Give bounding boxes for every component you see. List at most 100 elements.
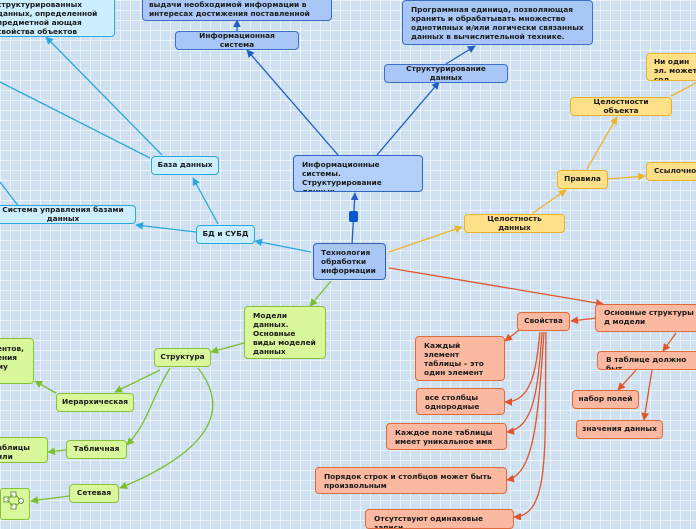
network-graph-icon bbox=[3, 491, 24, 510]
link-net-left bbox=[30, 495, 70, 504]
info-system-label: Информационная система bbox=[199, 31, 275, 49]
tabular-label: Табличная bbox=[73, 444, 120, 454]
data-integrity-label: Целостность данных bbox=[487, 214, 542, 232]
link-integrity-rules bbox=[532, 189, 567, 214]
referential-node[interactable]: Ссылочной bbox=[646, 162, 696, 181]
root-node[interactable]: Технология обработки информации bbox=[313, 243, 386, 280]
link-structure-hier bbox=[114, 369, 161, 393]
link-object-none bbox=[670, 82, 696, 97]
link-models-structure bbox=[210, 342, 245, 354]
data-values-node[interactable]: значения данных bbox=[576, 420, 663, 439]
network-diagram-thumbnail bbox=[0, 488, 30, 520]
info-system-def-node[interactable]: выдачи необходимой информации в интереса… bbox=[142, 0, 332, 21]
link-rules-ref bbox=[607, 172, 646, 181]
link-props-p1 bbox=[504, 329, 520, 342]
structure-label: Структура bbox=[160, 352, 205, 362]
field-set-node[interactable]: набор полей bbox=[572, 390, 639, 409]
object-integrity-node[interactable]: Целостности объекта bbox=[570, 97, 672, 116]
link-hier-left bbox=[34, 380, 57, 394]
hierarchical-label: Иерархическая bbox=[62, 397, 128, 407]
info-systems-label: Информационные системы. Структурирование… bbox=[302, 160, 382, 192]
link-database-def bbox=[45, 36, 163, 156]
structuring-def-label: Программная единица, позволяющая хранить… bbox=[411, 5, 584, 41]
main-structures-label: Основные структуры д модели bbox=[604, 308, 694, 326]
none-elem-node[interactable]: Ни один эл. может сод bbox=[646, 53, 696, 81]
link-infosys-infosystem bbox=[246, 49, 339, 156]
property-4-node[interactable]: Порядок строк и столбцов может быть прои… bbox=[315, 467, 507, 494]
tabular-node[interactable]: Табличная bbox=[66, 440, 127, 459]
in-table-node[interactable]: В таблице должно быт bbox=[597, 351, 696, 370]
structure-node[interactable]: Структура bbox=[154, 348, 211, 367]
object-integrity-label: Целостности объекта bbox=[593, 97, 649, 115]
rules-node[interactable]: Правила bbox=[557, 170, 608, 189]
collapse-handle[interactable] bbox=[349, 211, 358, 222]
in-table-label: В таблице должно быт bbox=[606, 355, 687, 370]
info-system-node[interactable]: Информационная система bbox=[175, 31, 299, 50]
link-structuring-def bbox=[445, 45, 476, 65]
structuring-label: Структурирование данных bbox=[406, 64, 486, 82]
left-green-node-2[interactable]: аблицы или bbox=[0, 437, 48, 463]
left-green-label-2: аблицы или bbox=[0, 443, 30, 461]
structuring-node[interactable]: Структурирование данных bbox=[384, 64, 508, 83]
link-root-dbdbms bbox=[254, 238, 312, 253]
referential-label: Ссылочной bbox=[654, 166, 696, 175]
db-def-label: структурированных данных, определенной п… bbox=[0, 0, 98, 36]
link-infosys-structuring bbox=[376, 81, 440, 156]
rules-label: Правила bbox=[564, 174, 601, 184]
link-rules-object bbox=[586, 116, 618, 170]
none-elem-label: Ни один эл. может сод bbox=[654, 57, 696, 81]
property-2-label: все столбцы однородные bbox=[425, 393, 480, 411]
field-set-label: набор полей bbox=[578, 394, 633, 404]
hierarchical-node[interactable]: Иерархическая bbox=[56, 393, 134, 412]
left-green-label-1: ентов, ения му bbox=[0, 344, 24, 371]
link-props-p4 bbox=[506, 331, 545, 483]
db-dbms-label: БД и СУБД bbox=[202, 229, 249, 239]
link-props-p2 bbox=[504, 331, 541, 406]
main-structures-node[interactable]: Основные структуры д модели bbox=[595, 304, 696, 332]
link-root-mainstruct bbox=[388, 267, 604, 307]
link-intable-values bbox=[641, 369, 653, 421]
link-structure-net bbox=[119, 367, 214, 489]
link-mainstruct-props bbox=[570, 316, 598, 325]
data-integrity-node[interactable]: Целостность данных bbox=[464, 214, 565, 233]
property-5-node[interactable]: Отсутствуют одинаковые записи bbox=[365, 509, 514, 529]
link-dbms-left bbox=[0, 181, 21, 209]
property-1-node[interactable]: Каждый элемент таблицы – это один элемен… bbox=[415, 336, 505, 381]
link-mainstruct-intable bbox=[662, 332, 677, 352]
link-root-integrity bbox=[388, 225, 463, 253]
left-green-node-1[interactable]: ентов, ения му bbox=[0, 338, 34, 384]
db-dbms-node[interactable]: БД и СУБД bbox=[196, 225, 255, 244]
link-intable-fields bbox=[617, 369, 637, 391]
network-label: Сетевая bbox=[76, 488, 112, 498]
database-label: База данных bbox=[157, 160, 213, 170]
dbms-node[interactable]: Система управления базами данных bbox=[0, 205, 136, 224]
link-props-p3 bbox=[506, 331, 543, 435]
data-values-label: значения данных bbox=[582, 424, 657, 434]
link-database-left bbox=[0, 81, 151, 159]
db-def-node[interactable]: структурированных данных, определенной п… bbox=[0, 0, 115, 37]
models-label: Модели данных. Основные виды моделей дан… bbox=[253, 311, 316, 356]
link-root-models bbox=[309, 280, 332, 307]
link-dbdbms-dbms bbox=[135, 221, 197, 233]
dbms-label: Система управления базами данных bbox=[2, 205, 124, 223]
link-dbdbms-database bbox=[192, 177, 219, 225]
models-node[interactable]: Модели данных. Основные виды моделей дан… bbox=[244, 306, 326, 359]
property-1-label: Каждый элемент таблицы – это один элемен… bbox=[424, 341, 484, 381]
properties-node[interactable]: Свойства bbox=[517, 312, 570, 331]
network-node[interactable]: Сетевая bbox=[69, 484, 119, 503]
structuring-def-node[interactable]: Программная единица, позволяющая хранить… bbox=[402, 0, 593, 45]
property-2-node[interactable]: все столбцы однородные bbox=[416, 388, 505, 415]
root-node-label: Технология обработки информации bbox=[321, 248, 376, 275]
database-node[interactable]: База данных bbox=[151, 156, 219, 175]
properties-label: Свойства bbox=[524, 316, 563, 326]
link-structure-tab bbox=[126, 367, 171, 446]
property-5-label: Отсутствуют одинаковые записи bbox=[374, 514, 484, 529]
info-systems-node[interactable]: Информационные системы. Структурирование… bbox=[293, 155, 423, 192]
link-props-p5 bbox=[513, 331, 547, 520]
property-4-label: Порядок строк и столбцов может быть прои… bbox=[324, 472, 492, 490]
property-3-label: Каждое поле таблицы имеет уникальное имя bbox=[395, 428, 493, 446]
property-3-node[interactable]: Каждое поле таблицы имеет уникальное имя bbox=[386, 423, 507, 450]
link-tab-left bbox=[47, 447, 67, 456]
info-system-def-label: выдачи необходимой информации в интереса… bbox=[149, 0, 310, 20]
